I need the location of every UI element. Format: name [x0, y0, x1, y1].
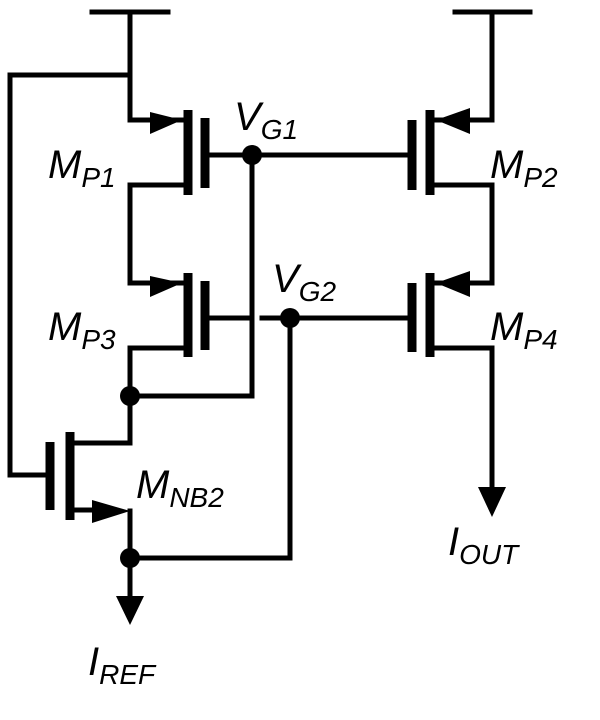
- transistor-mp4: [407, 271, 495, 357]
- net-vg1: [127, 145, 408, 399]
- transistor-mp2: [407, 108, 495, 286]
- transistor-mp3: [127, 273, 293, 357]
- label-mp4: MP4: [490, 305, 558, 355]
- iout-arrow: [478, 345, 506, 517]
- wire-mp3-mnb2: [67, 345, 140, 446]
- label-iout: IOUT: [448, 520, 520, 570]
- node-dot-mp3-drain: [120, 386, 140, 406]
- label-vg1: VG1: [234, 95, 298, 145]
- transistor-mp1: [127, 110, 255, 195]
- supply-rail-right: [452, 9, 533, 123]
- node-dot-vg2: [280, 308, 300, 328]
- label-mnb2: MNB2: [136, 463, 224, 513]
- label-iref: IREF: [88, 640, 157, 690]
- label-vg2: VG2: [272, 257, 336, 307]
- left-supply-branch: [7, 72, 191, 478]
- node-dot-vg1: [242, 145, 262, 165]
- transistor-mnb2: [45, 432, 133, 561]
- label-mp1: MP1: [48, 143, 116, 193]
- supply-rail-left: [89, 9, 171, 78]
- label-mp2: MP2: [490, 143, 558, 193]
- iref-arrow: [116, 555, 144, 625]
- label-mp3: MP3: [48, 305, 116, 355]
